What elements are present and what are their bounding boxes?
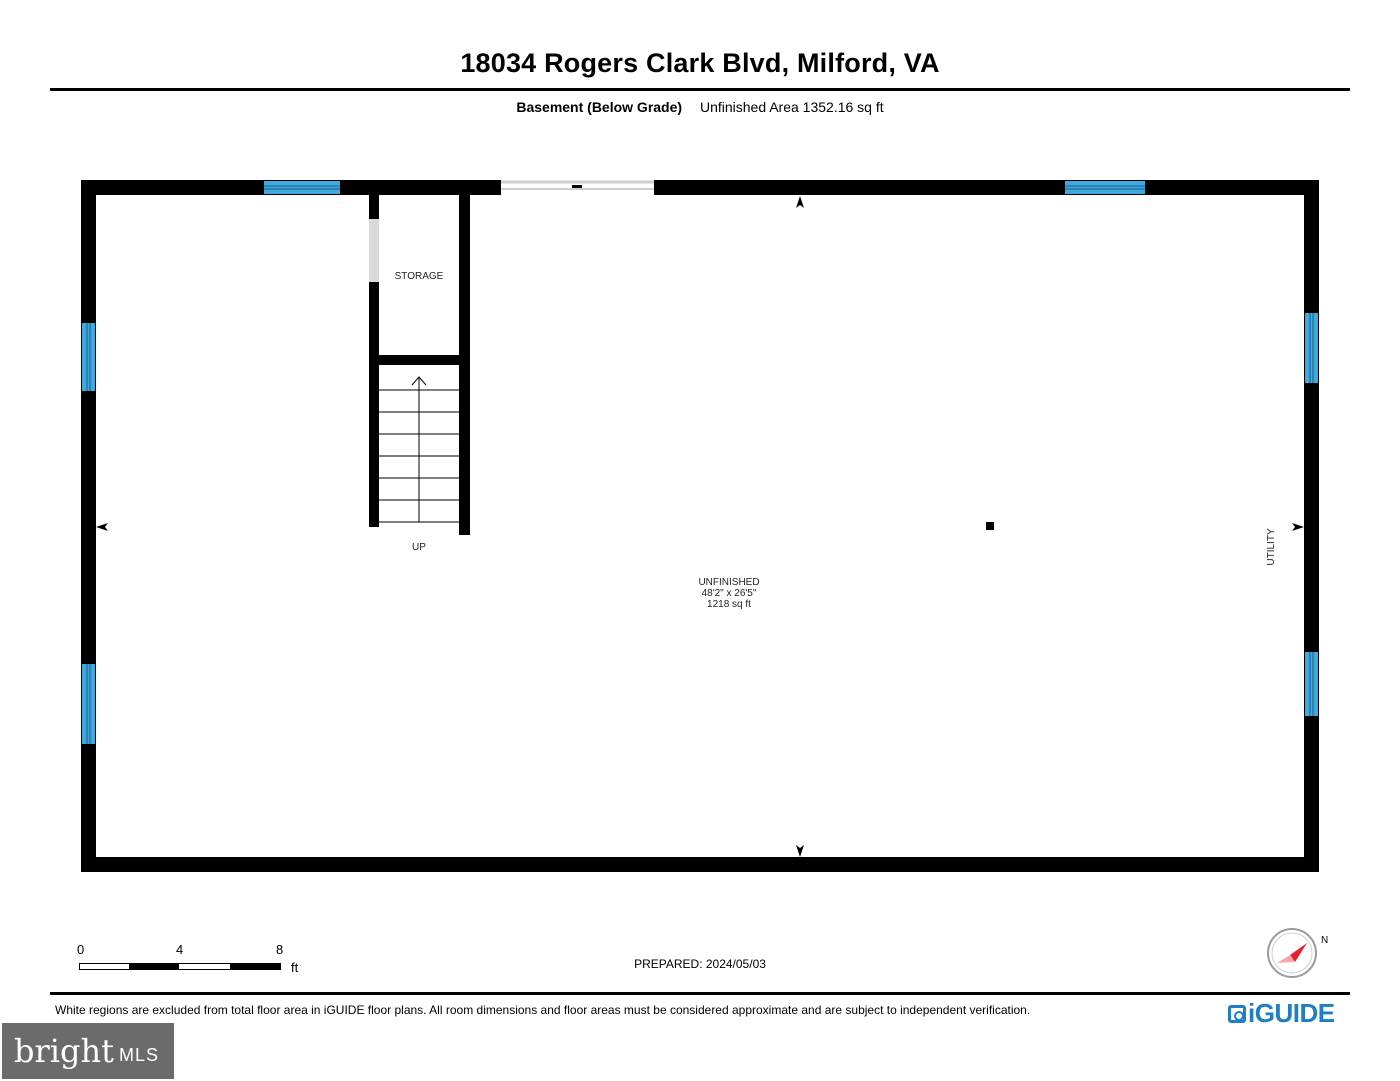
compass-north-label: N	[1321, 935, 1328, 946]
dimension-arrow-south-icon	[796, 845, 804, 857]
scale-bar: 0 4 8 ft	[72, 942, 312, 982]
level-area: Unfinished Area 1352.16 sq ft	[699, 99, 884, 115]
mls-brand-text: bright	[14, 1032, 114, 1070]
level-summary: Basement (Below Grade) Unfinished Area 1…	[0, 99, 1400, 115]
window-east-2	[1305, 652, 1318, 716]
unfinished-room-area: 1218 sq ft	[707, 599, 751, 610]
bright-mls-badge: bright MLS	[2, 1023, 174, 1079]
mls-suffix-text: MLS	[118, 1044, 159, 1065]
level-name: Basement (Below Grade)	[516, 99, 683, 115]
storage-label: STORAGE	[395, 271, 444, 282]
window-west-2	[82, 664, 95, 744]
scale-tick-4: 4	[176, 942, 184, 957]
window-east-1	[1305, 313, 1318, 383]
compass-icon: N	[1267, 928, 1328, 978]
header-rule	[50, 88, 1350, 91]
window-north-2	[1065, 181, 1145, 194]
support-post	[986, 522, 994, 530]
window-north-1	[264, 181, 340, 194]
scale-unit: ft	[291, 960, 299, 975]
iguide-logo: iGUIDE	[1228, 998, 1335, 1029]
scale-tick-8: 8	[276, 942, 284, 957]
footer-rule	[50, 992, 1350, 995]
disclaimer-text: White regions are excluded from total fl…	[55, 1003, 1031, 1017]
window-west-1	[82, 323, 95, 391]
wall-north	[81, 180, 1319, 195]
door-marker	[572, 185, 582, 188]
plan-title: 18034 Rogers Clark Blvd, Milford, VA	[460, 48, 940, 78]
stair-arrow-icon	[411, 376, 427, 522]
scale-bar-graphic	[79, 963, 281, 970]
unfinished-room-dimensions: 48'2" x 26'5"	[702, 588, 757, 599]
storage-door-opening	[369, 219, 379, 282]
wall-west	[81, 180, 96, 872]
dimension-arrow-north-icon	[796, 196, 804, 208]
storage-south-wall	[369, 355, 470, 365]
utility-label: UTILITY	[1266, 528, 1277, 566]
iguide-logo-icon	[1228, 1004, 1246, 1023]
dimension-arrow-east-icon	[1292, 523, 1304, 531]
unfinished-room-name: UNFINISHED	[698, 577, 759, 588]
stair-direction-label: UP	[412, 542, 426, 553]
wall-east	[1304, 180, 1319, 872]
iguide-logo-text: iGUIDE	[1248, 998, 1335, 1028]
prepared-date: PREPARED: 2024/05/03	[634, 957, 766, 971]
dimension-arrow-west-icon	[96, 523, 108, 531]
wall-south	[81, 857, 1319, 872]
scale-tick-0: 0	[77, 942, 85, 957]
